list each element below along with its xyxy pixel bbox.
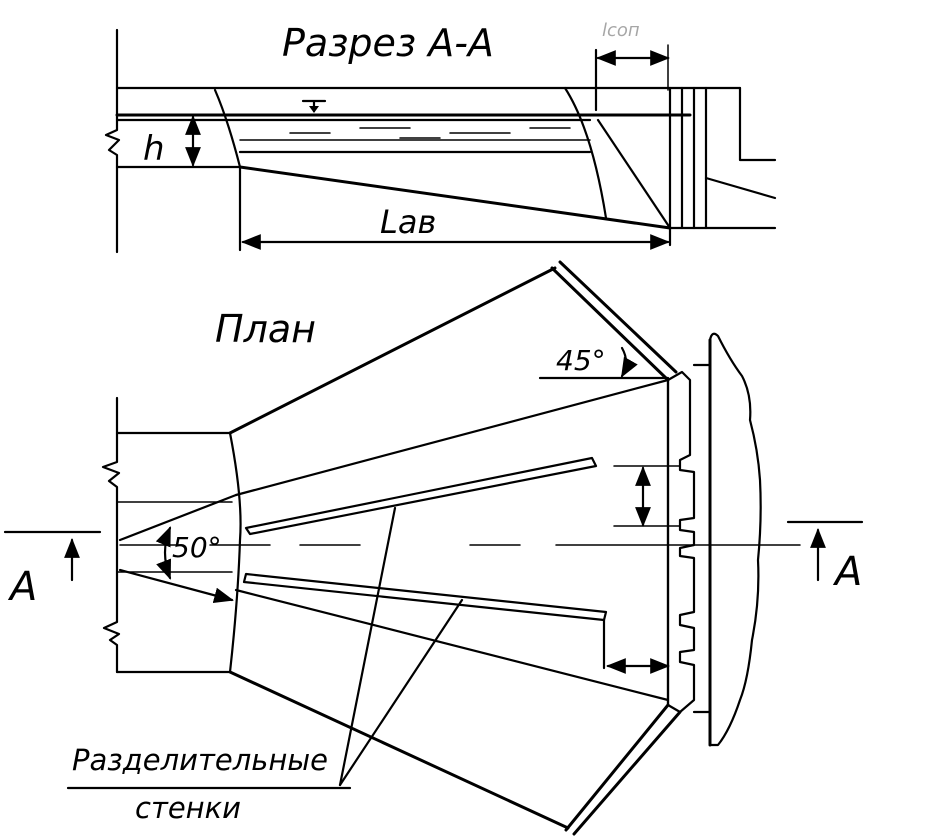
top-dimension-label: lсоп (602, 20, 640, 41)
leader-lower (338, 598, 464, 787)
section-sloping-bottom (238, 165, 672, 230)
cut-label-left: А (7, 564, 37, 610)
plan-view: План 50° 45° (3, 260, 864, 836)
dividing-wall-lower (242, 572, 608, 622)
section-view: Разрез А-А (104, 20, 777, 254)
water-dashes (289, 127, 571, 139)
plan-lower-wing-inner (572, 710, 682, 836)
plan-upper-wall (228, 266, 557, 435)
section-outlet-slope (704, 176, 777, 200)
angle45-label: 45° (556, 344, 606, 377)
outlet-rim (708, 332, 762, 747)
section-left-break (104, 28, 121, 254)
plan-lower-wing-outer (564, 703, 670, 832)
angle50-ray-lower (118, 568, 234, 604)
angle50-arc (155, 526, 172, 580)
plan-inner-upper-line (234, 378, 670, 497)
plan-title: План (215, 307, 316, 351)
plan-upper-wing-inner (558, 260, 678, 374)
section-right-wall (563, 86, 608, 220)
angle50-label: 50° (172, 531, 222, 564)
plan-inner-lower-line (234, 588, 670, 702)
plan-inlet-mouth (228, 431, 242, 674)
outlet-piers (666, 370, 696, 714)
plan-lower-wall (228, 670, 570, 830)
section-outlet-lines (594, 48, 708, 247)
dividing-wall-upper (244, 456, 598, 536)
cut-label-right: А (832, 549, 862, 595)
section-diagonal (596, 118, 672, 230)
section-right-step (738, 86, 777, 162)
length-label: Lав (380, 203, 436, 241)
section-title: Разрез А-А (282, 21, 494, 65)
section-left-wall (213, 88, 242, 252)
angle45-arc (620, 346, 638, 378)
water-level-arrow (309, 106, 319, 113)
depth-label: h (143, 129, 165, 169)
dividers-label-line2: стенки (135, 791, 241, 825)
angle50-ray-upper (118, 493, 238, 542)
plan-upper-wing-outer (550, 266, 670, 382)
plan-inlet-left-edge (101, 396, 121, 674)
leader-upper (338, 506, 397, 787)
dividers-label-line1: Разделительные (72, 743, 328, 777)
